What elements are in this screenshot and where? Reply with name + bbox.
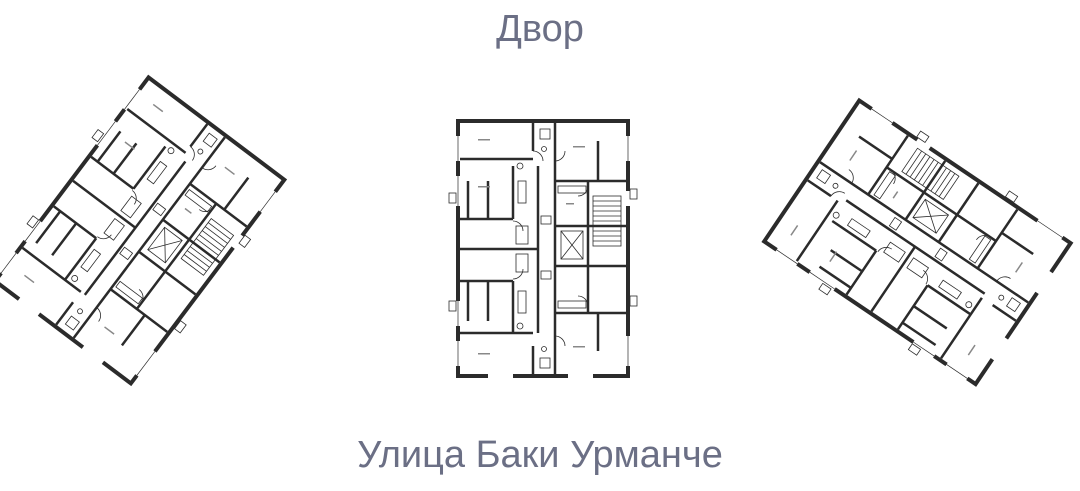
street-label: Улица Баки Урманче <box>357 434 723 476</box>
left-building-plan <box>0 72 292 389</box>
courtyard-label: Двор <box>496 8 584 50</box>
center-building-plan <box>449 121 637 376</box>
right-building-plan <box>759 93 1076 391</box>
